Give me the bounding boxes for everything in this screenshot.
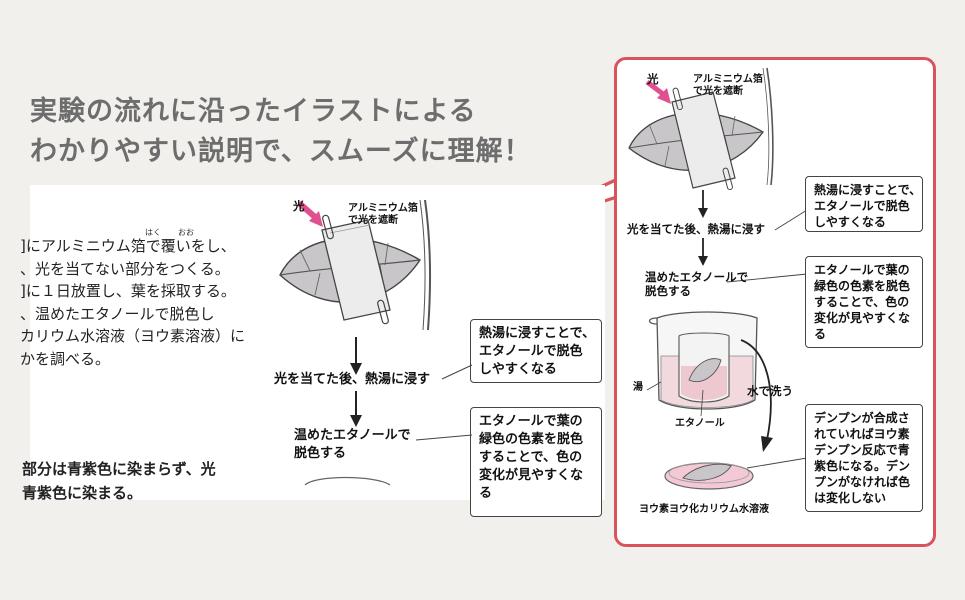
ruby-oo: おお: [178, 228, 194, 237]
procedure-line: 、温めたエタノールで脱色し: [20, 304, 215, 323]
foil-label: アルミニウム箔 で光を遮断: [348, 203, 418, 226]
procedure-line: かを調べる。: [20, 349, 111, 368]
note-hot-water: 熱湯に浸すことで、 エタノールで脱色 しやすくなる: [470, 319, 602, 383]
light-arrow-icon: [297, 200, 323, 227]
panel-illustration: [628, 67, 808, 490]
note-ethanol: エタノールで葉の 緑色の色素を脱色 することで、色の 変化が見やすくな る: [470, 407, 602, 517]
conclusion-line: 部分は青紫色に染まらず、光: [22, 460, 216, 478]
note-leader-lines: [304, 364, 473, 486]
headline-line-2: わかりやすい説明で、スムーズに理解！: [30, 136, 532, 167]
hot-water-label: 湯: [633, 382, 643, 393]
wash-label: 水で洗う: [747, 384, 793, 398]
procedure-line: 、光を当てない部分をつくる。: [20, 259, 230, 278]
panel-note-ethanol: エタノールで葉の 緑色の色素を脱色 することで、色の 変化が見やすくな る: [805, 256, 923, 348]
leaf-illustration: [279, 199, 432, 331]
iodine-label: ヨウ素ヨウ化カリウム水溶液: [639, 504, 769, 515]
light-label: 光: [293, 199, 305, 213]
headline-line-1: 実験の流れに沿ったイラストによる: [30, 96, 477, 127]
step1-label: 光を当てた後、熱湯に浸す: [274, 372, 431, 387]
procedure-line: ]にアルミニウム箔で覆いをし、: [20, 237, 236, 255]
step-arrow-icon: [350, 337, 362, 375]
panel-light-label: 光: [647, 72, 659, 86]
procedure-text: ]にアルミニウム箔で覆いをし、 、光を当てない部分をつくる。 ]に１日放置し、葉…: [20, 235, 245, 370]
procedure-line: ]に１日放置し、葉を採取する。: [20, 282, 236, 300]
headline: 実験の流れに沿ったイラストによる わかりやすい説明で、スムーズに理解！: [30, 92, 532, 172]
ethanol-label: エタノール: [675, 418, 725, 429]
panel-note-hot-water: 熱湯に浸すことで、 エタノールで脱色 しやすくなる: [805, 176, 923, 232]
conclusion-text: 部分は青紫色に染まらず、光 青紫色に染まる。: [22, 457, 216, 505]
step2-label: 温めたエタノールで 脱色する: [294, 428, 411, 461]
procedure-line: カリウム水溶液（ヨウ素溶液）に: [20, 327, 246, 345]
textbook-page: はく おお ]にアルミニウム箔で覆いをし、 、光を当てない部分をつくる。 ]に１…: [20, 185, 605, 517]
conclusion-line: 青紫色に染まる。: [22, 484, 143, 502]
step-arrow-icon: [350, 391, 362, 427]
panel-note-iodine: デンプンが合成さ れていればヨウ素 デンプン反応で青 紫色になる。デン プンがな…: [805, 404, 923, 512]
panel-step1-label: 光を当てた後、熱湯に浸す: [627, 222, 765, 236]
panel-step2-label: 温めたエタノールで 脱色する: [645, 270, 749, 298]
ruby-haku: はく: [145, 228, 161, 237]
zoom-panel: 光 アルミニウム箔 で光を遮断 光を当てた後、熱湯に浸す 温めたエタノールで 脱…: [614, 57, 936, 547]
panel-foil-label: アルミニウム箔 で光を遮断: [693, 74, 763, 97]
